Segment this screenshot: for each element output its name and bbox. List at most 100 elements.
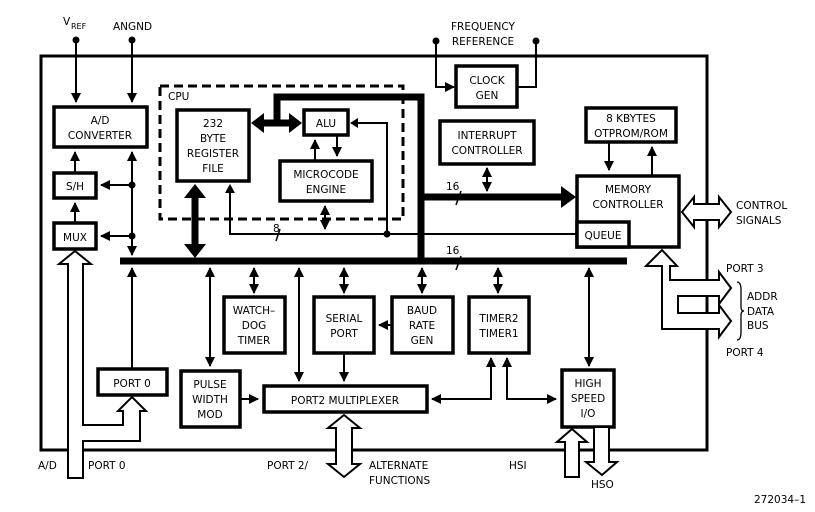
alternate-functions-line2: FUNCTIONS <box>369 475 431 487</box>
register-file-line3: REGISTER <box>187 148 239 160</box>
sample-hold-block: S/H <box>52 171 98 200</box>
timers-line1: TIMER2 <box>478 313 518 325</box>
memory-bus-width-label: 16 <box>446 181 460 193</box>
memory-controller-line2: CONTROLLER <box>592 199 663 211</box>
watchdog-line2: DOG <box>242 320 267 332</box>
timers-block: TIMER2 TIMER1 <box>467 295 531 355</box>
addr-data-bus-brace <box>736 281 745 341</box>
memory-controller-line1: MEMORY <box>605 184 652 196</box>
baud-rate-gen-block: BAUD RATE GEN <box>390 295 455 355</box>
register-main-bus-arrowhead-down <box>184 244 206 258</box>
timers-hsio-wire <box>502 357 557 404</box>
port2-timers-wire <box>431 357 496 404</box>
register-file-line4: FILE <box>202 163 224 175</box>
alu-label: ALU <box>316 118 336 130</box>
ad-converter-block: A/D CONVERTER <box>52 105 149 149</box>
pwm-line3: MOD <box>197 409 222 421</box>
queue-block: QUEUE <box>575 220 631 249</box>
interrupt-controller-block: INTERRUPT CONTROLLER <box>438 119 536 166</box>
freq-ref-wire-out <box>517 41 537 88</box>
otprom-rom-line1: 8 KBYTES <box>606 113 656 125</box>
baud-rate-line2: RATE <box>409 320 435 332</box>
register-file-block: 232 BYTE REGISTER FILE <box>175 108 251 183</box>
microcode-engine-block: MICROCODE ENGINE <box>278 159 374 203</box>
register-alu-arrowhead-right <box>289 113 302 133</box>
register-8bit-arrowhead <box>225 184 235 193</box>
cpu-group-label: CPU <box>168 91 189 103</box>
freq-ref-wire-in <box>435 41 455 92</box>
hsi-label: HSI <box>509 460 527 472</box>
addr-data-bus-line2: DATA <box>747 306 775 318</box>
high-speed-io-block: HIGH SPEED I/O <box>560 368 616 429</box>
pwm-line1: PULSE <box>193 379 226 391</box>
control-signals-arrow <box>680 194 733 230</box>
port0-bottom-label: PORT 0 <box>88 460 126 472</box>
sample-hold-label: S/H <box>66 181 84 193</box>
pwm-line2: WIDTH <box>192 394 228 406</box>
otprom-rom-line2: OTPROM/ROM <box>594 128 668 140</box>
watchdog-line3: TIMER <box>237 335 271 347</box>
port3-port4-bus-arrows <box>643 248 733 340</box>
microcode-engine-line2: ENGINE <box>306 184 346 196</box>
sh-junction-dot <box>128 181 136 189</box>
cpu-group-outline <box>158 84 405 221</box>
control-signals-line2: SIGNALS <box>736 215 782 227</box>
mux-junction-dot <box>128 232 136 240</box>
alternate-functions-line1: ALTERNATE <box>369 460 428 472</box>
register-file-line2: BYTE <box>200 133 226 145</box>
port2-multiplexer-label: PORT2 MULTIPLEXER <box>291 395 399 407</box>
hso-label: HSO <box>591 479 614 491</box>
ad-bottom-label: A/D <box>38 460 57 472</box>
addr-data-bus-line3: BUS <box>747 320 769 332</box>
clock-gen-block: CLOCK GEN <box>454 64 519 109</box>
register-8bit-slash <box>275 228 281 242</box>
mux-label: MUX <box>63 232 87 244</box>
addr-data-bus-line1: ADDR <box>747 291 778 303</box>
watchdog-timer-block: WATCH– DOG TIMER <box>222 295 287 355</box>
register-alu-arrowhead-left <box>251 113 264 133</box>
baud-rate-line3: GEN <box>411 335 434 347</box>
ad-converter-line1: A/D <box>91 115 110 127</box>
hsi-arrow <box>554 427 590 478</box>
memory-bus-slash <box>455 190 462 206</box>
register-main-bus-arrowhead-up <box>184 184 206 198</box>
angnd-pin-label: ANGND <box>113 21 152 33</box>
port0-block: PORT 0 <box>96 367 169 397</box>
vref-sub-text: REF <box>71 22 87 31</box>
serial-port-line2: PORT <box>330 328 358 340</box>
alu-feedback-junction-dot <box>383 230 391 238</box>
alu-main-bus-loop <box>273 93 425 262</box>
vref-main-text: V <box>63 16 71 28</box>
hsio-line1: HIGH <box>574 378 601 390</box>
mux-block: MUX <box>52 221 98 251</box>
port2-alt-arrow <box>325 413 363 479</box>
hsio-line2: SPEED <box>571 393 605 405</box>
clock-gen-line2: GEN <box>476 90 499 102</box>
memory-wide-bus-arrowhead <box>561 186 576 208</box>
alu-feedback-wire <box>352 122 388 234</box>
ad-input-arrow <box>56 249 149 479</box>
timers-line2: TIMER1 <box>478 328 518 340</box>
hsio-line3: I/O <box>581 408 596 420</box>
watchdog-line1: WATCH– <box>233 305 275 317</box>
control-signals-line1: CONTROL <box>736 200 787 212</box>
hso-arrow <box>583 426 620 477</box>
main-bus-slash <box>455 255 462 271</box>
pulse-width-mod-block: PULSE WIDTH MOD <box>179 369 242 429</box>
register-8bit-wire <box>229 186 421 235</box>
interrupt-controller-line1: INTERRUPT <box>457 130 517 142</box>
serial-port-block: SERIAL PORT <box>312 295 376 355</box>
port2-bottom-label: PORT 2/ <box>267 460 309 472</box>
alu-feedback-arrowhead <box>350 118 358 128</box>
serial-port-line1: SERIAL <box>326 313 363 325</box>
port0-label: PORT 0 <box>113 378 151 390</box>
figure-id: 272034–1 <box>754 494 806 506</box>
clock-gen-line1: CLOCK <box>469 75 505 87</box>
otprom-rom-block: 8 KBYTES OTPROM/ROM <box>584 106 678 144</box>
queue-label: QUEUE <box>585 230 622 242</box>
baud-rate-line1: BAUD <box>407 305 437 317</box>
microcode-engine-line1: MICROCODE <box>293 169 358 181</box>
main-bus-width-label: 16 <box>446 245 460 257</box>
register-8bit-width-label: 8 <box>273 223 280 235</box>
